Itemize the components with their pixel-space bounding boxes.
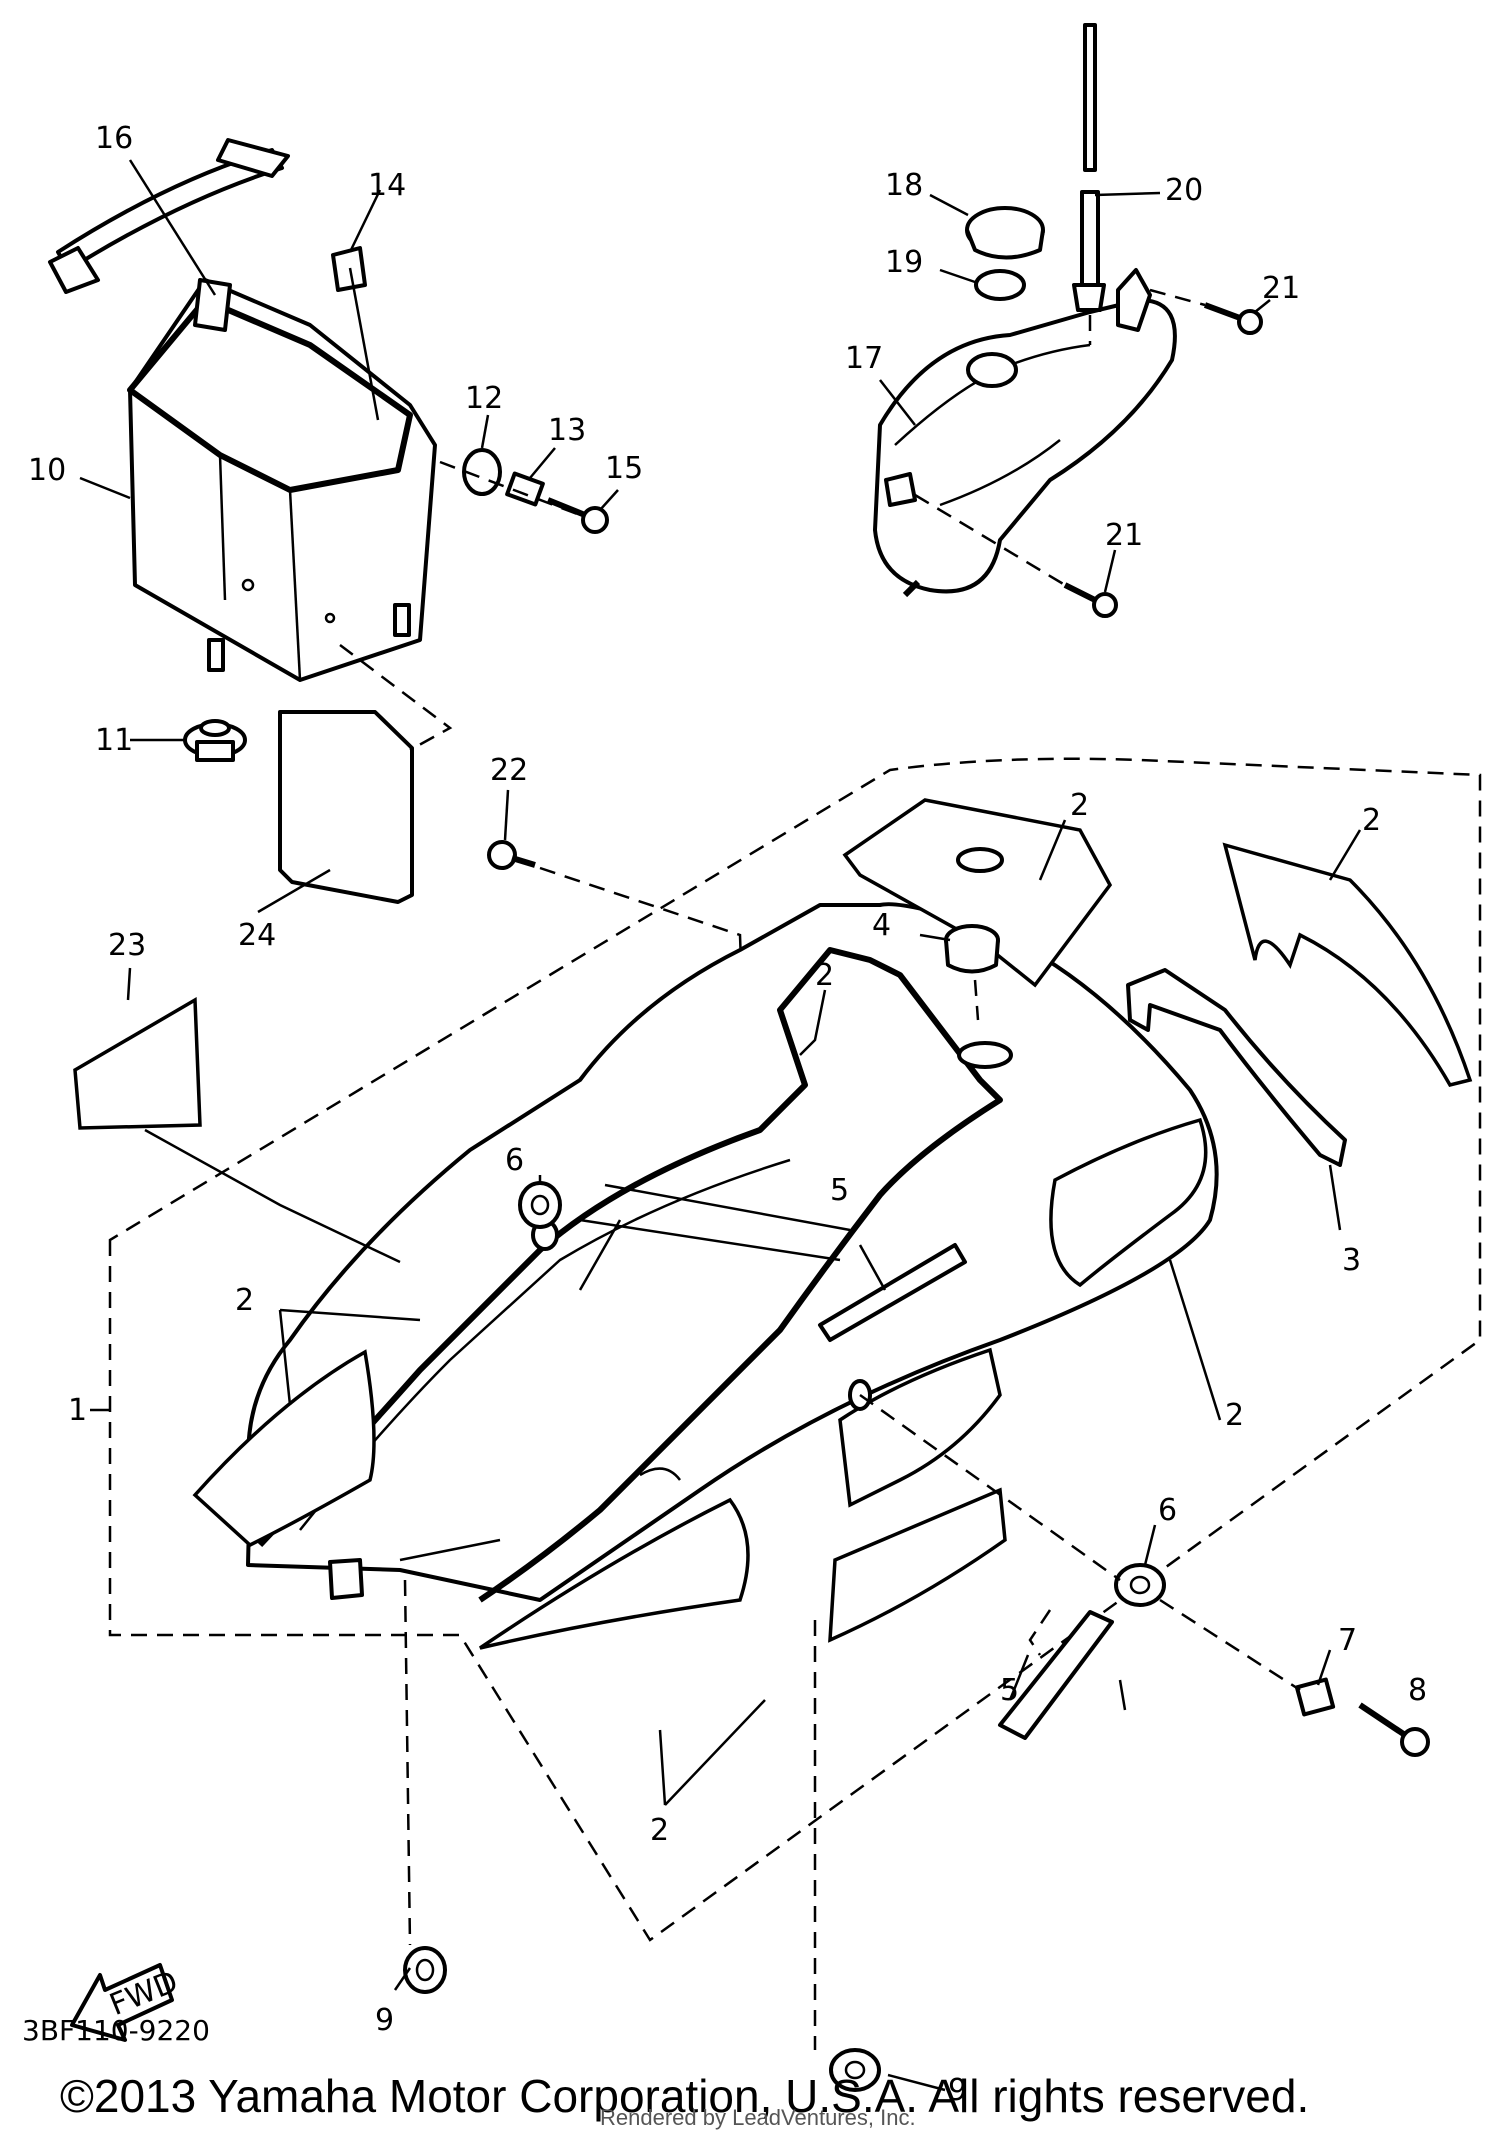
label-23 <box>73 997 202 1130</box>
bolt-21-upper <box>1203 302 1263 335</box>
callout-labels: 16 14 10 12 13 15 11 24 23 22 18 19 20 2… <box>28 121 1427 2108</box>
reservoir-tank-17 <box>873 268 1177 598</box>
callout-21-upper: 21 <box>1262 271 1300 306</box>
rubber-5-upper <box>818 1243 967 1342</box>
callout-20: 20 <box>1165 173 1203 208</box>
callout-11: 11 <box>95 723 133 758</box>
callout-6-lower: 6 <box>1158 1493 1177 1528</box>
grab-bar-3 <box>1126 968 1347 1167</box>
callout-2-right: 2 <box>1362 803 1381 838</box>
callout-2-side: 2 <box>1225 1398 1244 1433</box>
hose-20 <box>1072 23 1106 345</box>
callout-18: 18 <box>885 168 923 203</box>
collar-13 <box>505 471 545 507</box>
callout-15: 15 <box>605 451 643 486</box>
callout-14: 14 <box>368 168 406 203</box>
callout-2-bottom: 2 <box>650 1813 669 1848</box>
seal-19 <box>974 269 1026 301</box>
grommet-4 <box>944 924 1000 974</box>
trim-2-right <box>1222 842 1473 1088</box>
grommet-12 <box>462 448 502 496</box>
callout-9-left: 9 <box>375 2003 394 2038</box>
collar-7 <box>1294 1677 1336 1717</box>
callout-23: 23 <box>108 928 146 963</box>
bolt-15 <box>546 497 609 534</box>
screw-22 <box>487 840 536 870</box>
battery-box-10 <box>127 278 437 682</box>
callout-21-lower: 21 <box>1105 518 1143 553</box>
callout-4: 4 <box>872 908 891 943</box>
damper-6-left <box>518 1181 562 1229</box>
callout-3: 3 <box>1342 1243 1361 1278</box>
cover-plate-24 <box>278 710 414 904</box>
callout-5-upper: 5 <box>830 1173 849 1208</box>
callout-6-upper: 6 <box>505 1143 524 1178</box>
callout-2-top: 2 <box>1070 788 1089 823</box>
cowl-body-1 <box>246 902 1219 1650</box>
cap-18 <box>965 206 1045 260</box>
assembly-boundary <box>108 757 1482 1942</box>
callout-8: 8 <box>1408 1673 1427 1708</box>
watermark-text: Rendered by LeadVentures, Inc. <box>600 2105 916 2130</box>
bolt-8 <box>1358 1702 1430 1757</box>
callout-13: 13 <box>548 413 586 448</box>
callout-1: 1 <box>68 1393 87 1428</box>
callout-24: 24 <box>238 918 276 953</box>
trim-2-top <box>842 798 1113 988</box>
copyright-text: ©2013 Yamaha Motor Corporation, U.S.A. A… <box>60 2070 1309 2122</box>
callout-9-right: 9 <box>948 2073 967 2108</box>
figure-code: 3BF110-9220 <box>22 2014 210 2047</box>
callout-2-center: 2 <box>815 958 834 993</box>
damper-11 <box>183 719 247 762</box>
callout-7: 7 <box>1338 1623 1357 1658</box>
grommet-9-right <box>829 2048 881 2092</box>
grommet-9-left <box>403 1946 447 1994</box>
callout-22: 22 <box>490 753 528 788</box>
trim-2-left <box>192 1349 376 1548</box>
callout-2-left: 2 <box>235 1283 254 1318</box>
rubber-5-lower <box>998 1610 1114 1740</box>
callout-19: 19 <box>885 245 923 280</box>
leader-lines <box>79 159 1362 2092</box>
callout-5-lower: 5 <box>1000 1673 1019 1708</box>
bolt-21-lower <box>1063 582 1118 618</box>
strap-16 <box>48 138 290 294</box>
damper-6-right <box>1114 1563 1166 1607</box>
callout-10: 10 <box>28 453 66 488</box>
callout-12: 12 <box>465 381 503 416</box>
callout-17: 17 <box>845 341 883 376</box>
callout-16: 16 <box>95 121 133 156</box>
